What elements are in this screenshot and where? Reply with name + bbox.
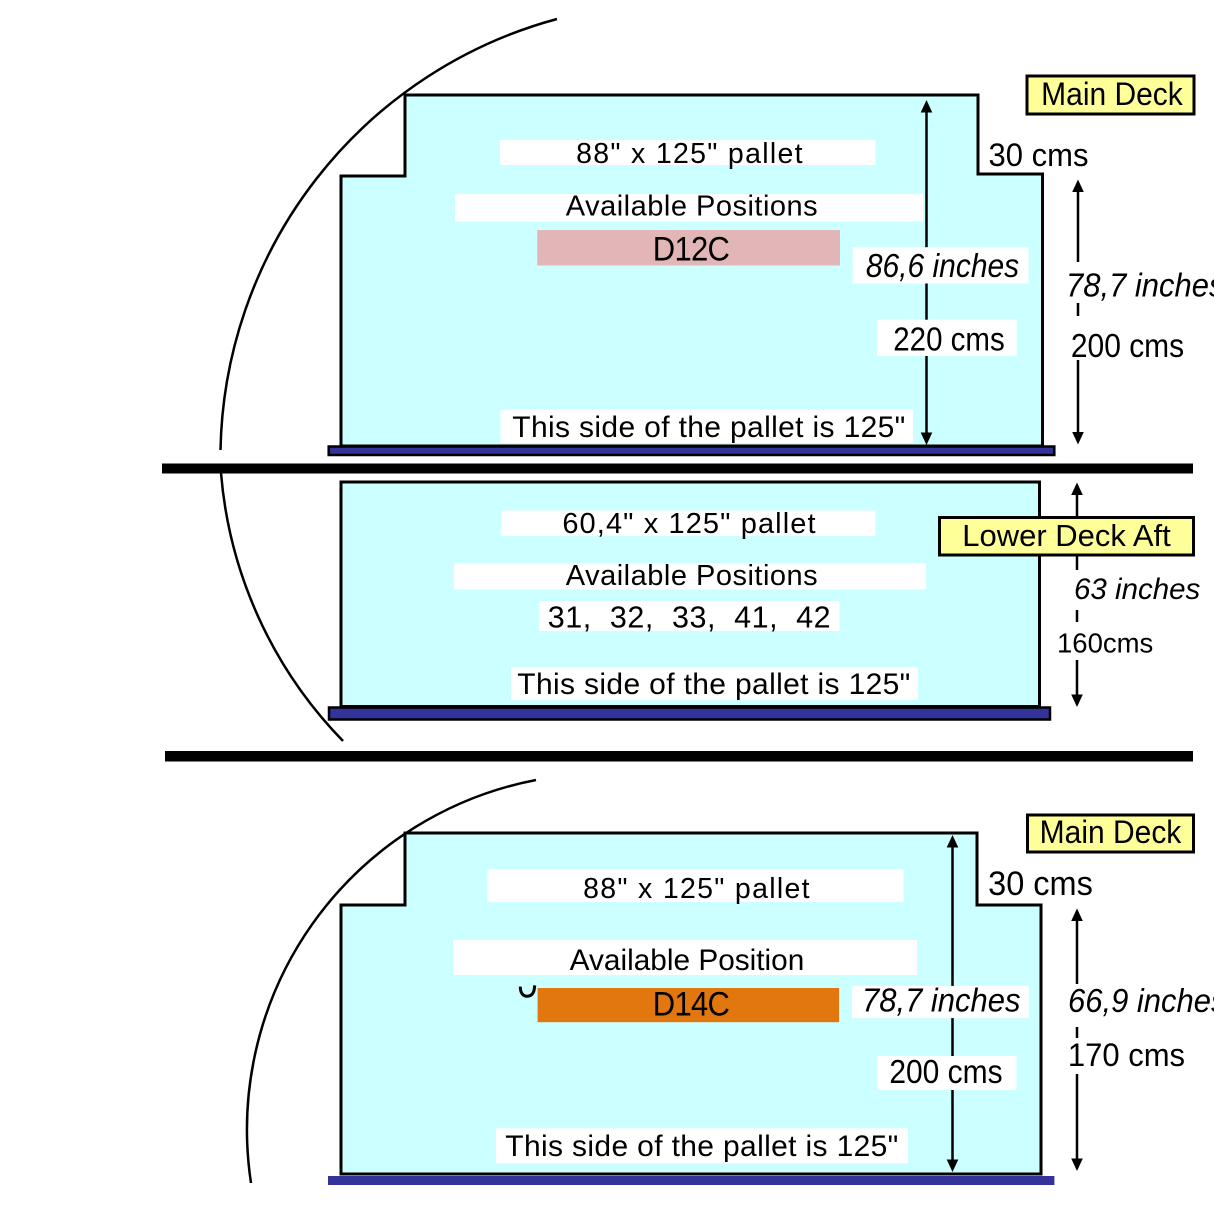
svg-text:Available Position: Available Position xyxy=(570,944,805,977)
svg-text:60,4" x 125" pallet: 60,4" x 125" pallet xyxy=(562,508,816,540)
svg-text:Lower Deck Aft: Lower Deck Aft xyxy=(962,518,1171,553)
svg-text:220 cms: 220 cms xyxy=(893,321,1004,358)
svg-text:200 cms: 200 cms xyxy=(889,1053,1002,1091)
svg-text:This side of the pallet is 125: This side of the pallet is 125" xyxy=(512,411,905,444)
svg-text:66,9 inches: 66,9 inches xyxy=(1068,982,1214,1019)
svg-text:88" x 125" pallet: 88" x 125" pallet xyxy=(576,138,804,170)
svg-text:78,7 inches: 78,7 inches xyxy=(862,981,1020,1018)
svg-text:78,7 inches: 78,7 inches xyxy=(1066,266,1214,303)
svg-text:63 inches: 63 inches xyxy=(1074,573,1201,606)
svg-text:Available Positions: Available Positions xyxy=(566,560,818,592)
svg-text:170 cms: 170 cms xyxy=(1068,1036,1185,1073)
svg-text:200 cms: 200 cms xyxy=(1071,327,1184,365)
svg-text:D12C: D12C xyxy=(653,229,729,268)
svg-text:30 cms: 30 cms xyxy=(989,136,1089,173)
svg-text:Available Positions: Available Positions xyxy=(566,191,818,223)
svg-text:30 cms: 30 cms xyxy=(988,865,1093,903)
svg-text:88" x 125" pallet: 88" x 125" pallet xyxy=(583,873,811,905)
svg-text:31, 32, 33, 41, 42: 31, 32, 33, 41, 42 xyxy=(548,601,831,635)
svg-text:This side of the pallet is 125: This side of the pallet is 125" xyxy=(505,1130,898,1163)
svg-text:160cms: 160cms xyxy=(1057,628,1153,659)
svg-text:This side of the pallet is 125: This side of the pallet is 125" xyxy=(517,668,910,701)
svg-text:D14C: D14C xyxy=(653,984,729,1023)
svg-text:86,6 inches: 86,6 inches xyxy=(866,247,1020,285)
svg-text:Main Deck: Main Deck xyxy=(1040,814,1182,850)
svg-text:Main Deck: Main Deck xyxy=(1041,76,1183,112)
